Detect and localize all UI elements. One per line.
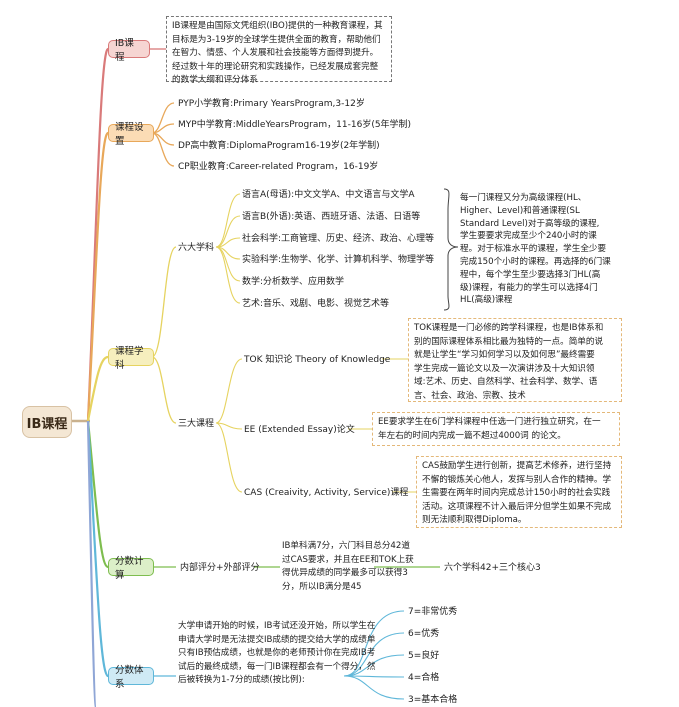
six-subjects-label[interactable]: 六大学科 xyxy=(178,243,215,253)
ib-intro-note: IB课程是由国际文凭组织(IBO)提供的一种教育课程，其 目标是为3-19岁的全… xyxy=(166,16,392,85)
course-setup-cp: CP职业教育:Career-related Program，16-19岁 xyxy=(178,162,379,172)
course-setup-pyp: PYP小学教育:Primary YearsProgram,3-12岁 xyxy=(178,99,365,109)
course-tok: TOK 知识论 Theory of Knowledge xyxy=(244,355,391,365)
course-setup-dp: DP高中教育:DiplomaProgram16-19岁(2年学制) xyxy=(178,141,380,151)
course-cas: CAS (Creaivity, Activity, Service)课程 xyxy=(244,488,409,498)
branch-course-setup[interactable]: 课程设置 xyxy=(108,122,154,147)
grade-6: 6=优秀 xyxy=(408,629,440,639)
root-node[interactable]: IB课程 xyxy=(22,406,72,438)
score-calc-item: 内部评分+外部评分 xyxy=(180,563,260,573)
subject-language-a: 语言A(母语):中文文学A、中文语言与文学A xyxy=(242,190,415,200)
course-ee: EE (Extended Essay)论文 xyxy=(244,425,355,435)
subject-language-b: 语言B(外语):英语、西班牙语、法语、日语等 xyxy=(242,212,421,222)
score-calc-result: 六个学科42+三个核心3 xyxy=(444,563,541,573)
grade-4: 4=合格 xyxy=(408,673,440,683)
score-system-note: 大学申请开始的时候，IB考试还没开始，所以学生在 申请大学时是无法提交IB成绩的… xyxy=(178,621,376,685)
three-courses-label[interactable]: 三大课程 xyxy=(178,419,215,429)
ee-note: EE要求学生在6门学科课程中任选一门进行独立研究，在一 年左右的时间内完成一篇不… xyxy=(372,412,620,446)
six-subjects-note: 每一门课程又分为高级课程(HL、 Higher、Level)和普通课程(SL S… xyxy=(460,193,611,306)
subject-math: 数学:分析数学、应用数学 xyxy=(242,277,345,287)
tok-note: TOK课程是一门必修的跨学科课程，也是IB体系和 别的国际课程体系相比最为独特的… xyxy=(408,318,622,402)
branch-score-system[interactable]: 分数体系 xyxy=(108,665,154,690)
subject-social-science: 社会科学:工商管理、历史、经济、政治、心理等 xyxy=(242,234,435,244)
grade-3: 3=基本合格 xyxy=(408,695,458,705)
course-setup-myp: MYP中学教育:MiddleYearsProgram，11-16岁(5年学制) xyxy=(178,120,412,130)
branch-score-calc[interactable]: 分数计算 xyxy=(108,556,154,581)
subject-experimental-science: 实验科学:生物学、化学、计算机科学、物理学等 xyxy=(242,255,435,265)
score-calc-note: IB单科满7分，六门科目总分42道 过CAS要求，并且在EE和TOK上获 得优异… xyxy=(282,541,414,592)
grade-5: 5=良好 xyxy=(408,651,440,661)
branch-subjects[interactable]: 课程学科 xyxy=(108,346,154,371)
branch-ib-course[interactable]: IB课程 xyxy=(108,38,150,63)
subject-arts: 艺术:音乐、戏剧、电影、视觉艺术等 xyxy=(242,299,390,309)
cas-note: CAS鼓励学生进行创新，提高艺术修养，进行坚持 不懈的锻炼关心他人，发挥与别人合… xyxy=(416,456,622,528)
grade-7: 7=非常优秀 xyxy=(408,607,458,617)
